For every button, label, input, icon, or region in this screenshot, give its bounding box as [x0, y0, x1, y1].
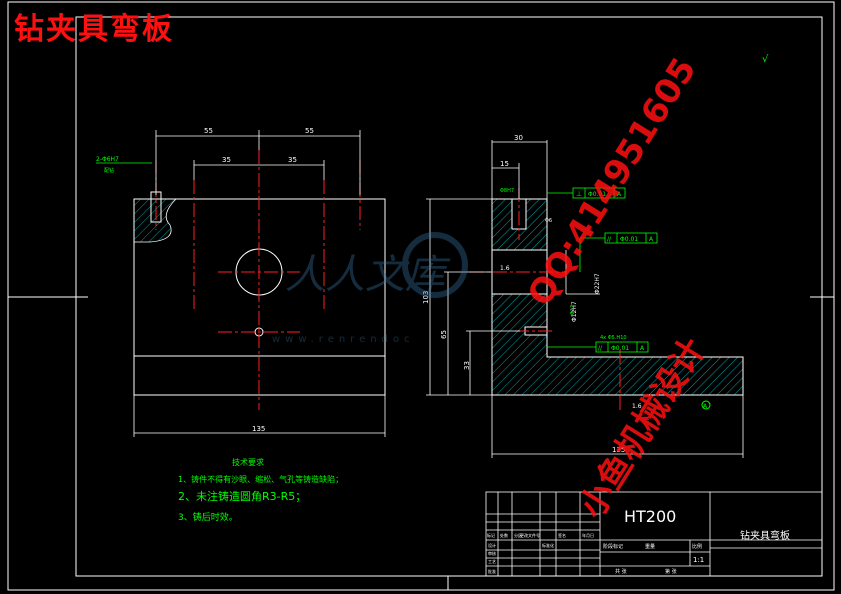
surface-finish-2: 1.6	[632, 403, 642, 410]
tech-req-item-2: 2、未注铸造圆角R3-R5；	[178, 489, 306, 503]
tb-header-1: 标记	[487, 532, 495, 538]
dim-side-12h7: Φ12H7	[571, 301, 578, 322]
watermark-brand-text: 人人文库	[285, 252, 451, 298]
front-section-hatch	[133, 198, 177, 243]
front-view: 55 55 35 35 135 2-Φ6H7 配钻	[96, 127, 386, 437]
gdt-3-symbol: //	[598, 345, 603, 352]
dim-front-35-right: 35	[288, 156, 297, 164]
gdt-frame-2	[604, 232, 658, 244]
tb-row-3: 工艺	[488, 559, 496, 564]
tb-header-6: 年月日	[582, 532, 594, 538]
datum-symbol	[701, 400, 711, 410]
tb-header-3: 分区	[514, 532, 522, 538]
tb-stage-2: 重量	[645, 543, 655, 550]
gdt-3-value: Φ0.01	[611, 345, 629, 352]
dim-side-15: 15	[500, 160, 509, 168]
front-hole-note-sub: 配钻	[104, 167, 114, 174]
side-view: 30 15 103 65 33 135 Φ22H7 Φ12H7 1.6 1.6 …	[422, 134, 744, 458]
outer-frame	[7, 1, 835, 591]
tech-req-item-3: 3、铸后时效。	[178, 511, 238, 523]
dim-side-30: 30	[514, 134, 523, 142]
side-label-4x: 4x Φ5.H10	[600, 335, 627, 341]
tb-row-1: 设计	[488, 542, 496, 548]
gdt-3-datum: A	[640, 345, 645, 352]
front-hole-note: 2-Φ6H7	[96, 156, 119, 163]
dim-front-55-right: 55	[305, 127, 314, 135]
tech-requirements: 技术要求 1、铸件不得有沙眼、缩松、气孔等铸造缺陷； 2、未注铸造圆角R3-R5…	[178, 457, 343, 523]
watermark-logo	[402, 232, 468, 298]
tb-sheet-1: 共 张	[615, 568, 627, 575]
gdt-2-datum: A	[649, 236, 654, 243]
tol-phi6: Φ6	[545, 218, 552, 224]
dim-side-33: 33	[463, 361, 471, 370]
side-label-phi8: Φ8H7	[500, 188, 514, 194]
drawing-title-overlay: 钻夹具弯板	[14, 12, 174, 47]
dim-side-22h7: Φ22H7	[594, 273, 601, 294]
dim-side-103: 103	[422, 291, 430, 304]
tb-std: 标准化	[542, 542, 554, 548]
title-block-scale: 1:1	[693, 556, 704, 564]
roughness-mark: √	[762, 54, 769, 65]
dim-side-135: 135	[612, 446, 625, 454]
brand-watermark: 人人文库 www.renrendoc	[272, 232, 468, 345]
gdt-2-value: Φ0.01	[620, 236, 638, 243]
side-label-phi12: Φ12	[570, 305, 576, 315]
tb-stage-3: 比例	[692, 543, 702, 550]
tb-sheet-2: 第 张	[665, 568, 677, 575]
tb-header-4: 更改文件号	[520, 532, 540, 538]
watermark-site: www.renrendoc	[272, 334, 415, 345]
gdt-2-symbol: //	[607, 236, 612, 243]
dim-front-35-left: 35	[222, 156, 231, 164]
surface-finish-1: 1.6	[500, 265, 510, 272]
tech-req-item-1: 1、铸件不得有沙眼、缩松、气孔等铸造缺陷；	[178, 474, 343, 484]
tb-row-4: 批准	[488, 568, 496, 574]
gdt-frame-1	[572, 187, 626, 199]
gdt-1-symbol: ⊥	[576, 190, 582, 198]
tb-row-2: 审核	[488, 550, 496, 556]
dim-front-135: 135	[252, 425, 265, 433]
title-block-part-name: 钻夹具弯板	[740, 529, 790, 542]
tb-stage-1: 阶段标记	[603, 543, 623, 550]
dim-side-65: 65	[440, 330, 448, 339]
title-block-material: HT200	[624, 507, 676, 526]
tech-req-heading: 技术要求	[232, 457, 264, 467]
datum-a-label: A	[703, 403, 708, 410]
title-block	[485, 491, 823, 577]
tb-header-5: 签名	[558, 532, 566, 538]
gdt-1-value: Φ0.01	[588, 191, 606, 198]
tb-header-2: 处数	[500, 532, 508, 538]
dim-front-55-left: 55	[204, 127, 213, 135]
gdt-1-datum: A	[617, 191, 622, 198]
